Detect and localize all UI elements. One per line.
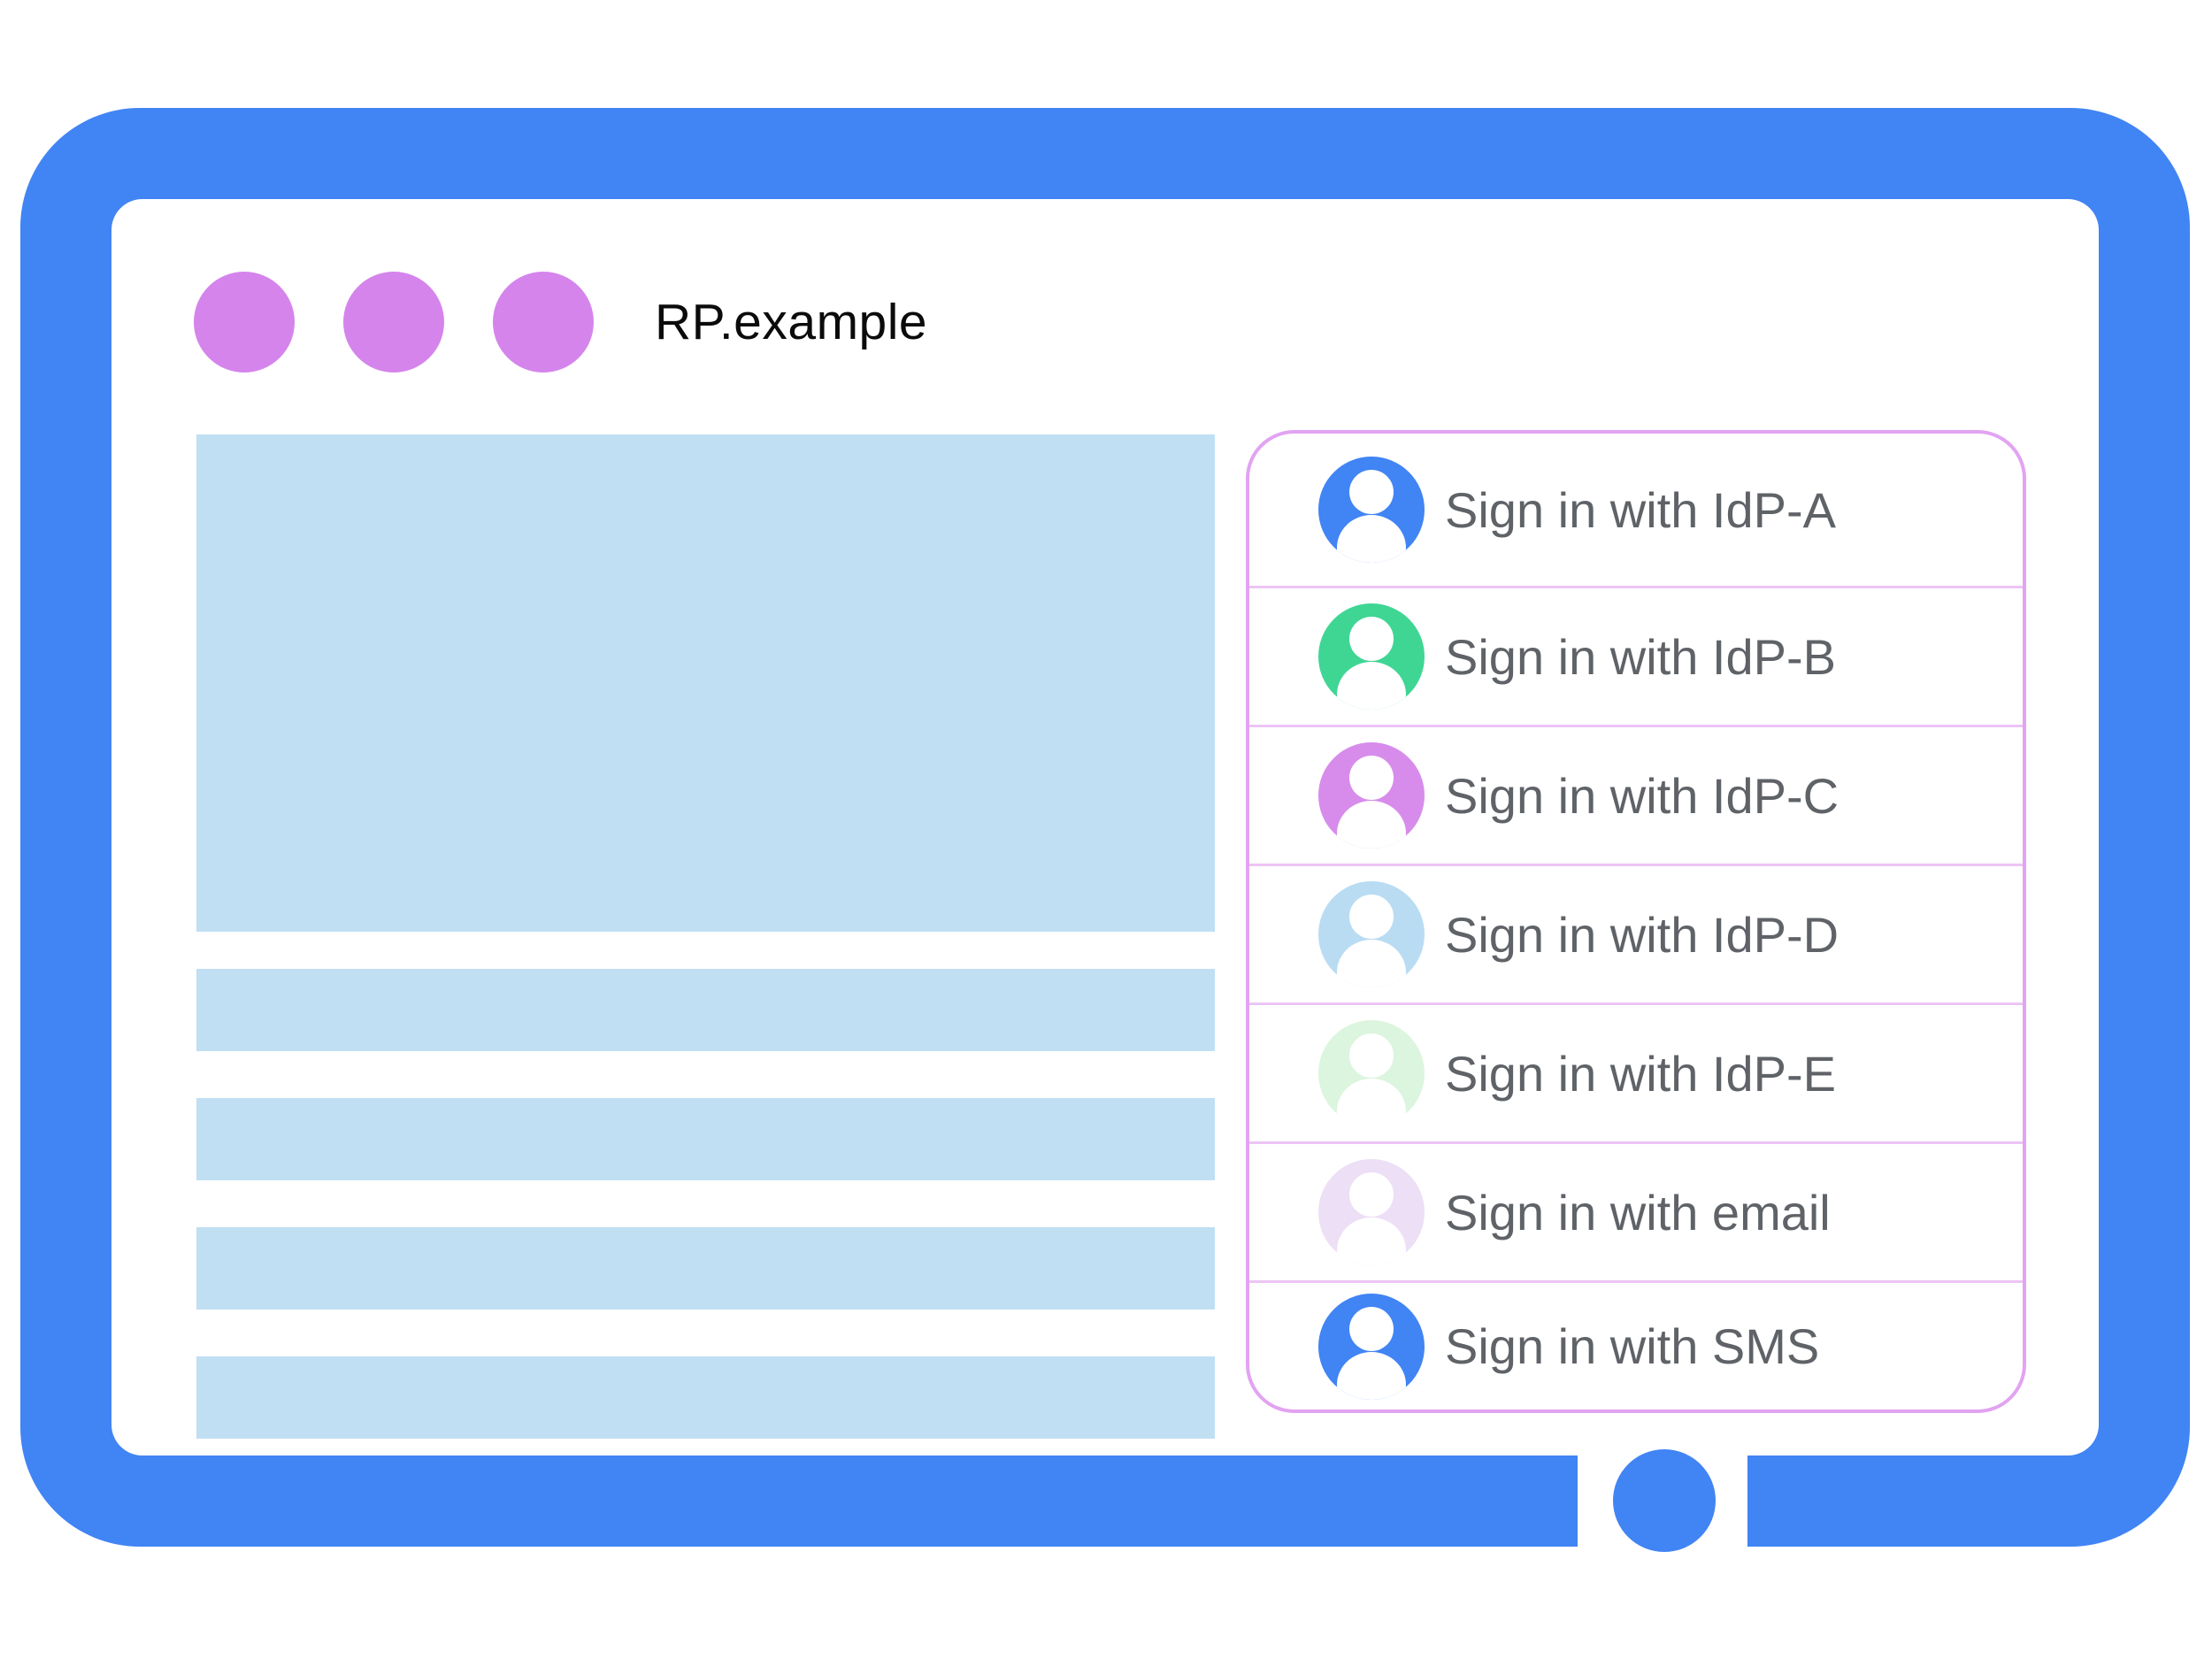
content-placeholder-line <box>196 1227 1215 1310</box>
home-button-circle <box>1613 1449 1716 1552</box>
signin-option[interactable]: Sign in with IdP-A <box>1249 434 2023 586</box>
signin-option-label: Sign in with IdP-E <box>1445 1045 1836 1102</box>
content-placeholder-line <box>196 1356 1215 1439</box>
person-avatar-icon <box>1318 881 1425 987</box>
window-control-dot <box>493 272 594 373</box>
person-avatar-icon <box>1318 1159 1425 1265</box>
content-placeholder-line <box>196 969 1215 1051</box>
signin-option-label: Sign in with email <box>1445 1184 1831 1240</box>
signin-option-label: Sign in with IdP-D <box>1445 906 1839 963</box>
signin-option-label: Sign in with IdP-B <box>1445 628 1836 685</box>
window-control-dot <box>343 272 444 373</box>
signin-option[interactable]: Sign in with email <box>1249 1141 2023 1280</box>
signin-option-label: Sign in with SMS <box>1445 1318 1820 1374</box>
bottom-bar-right-cap <box>1747 1455 1839 1547</box>
signin-option-label: Sign in with IdP-A <box>1445 481 1836 538</box>
person-avatar-icon <box>1318 603 1425 710</box>
signin-option-label: Sign in with IdP-C <box>1445 767 1839 824</box>
signin-option[interactable]: Sign in with SMS <box>1249 1280 2023 1409</box>
site-title: RP.example <box>655 294 928 350</box>
window-control-dot <box>194 272 295 373</box>
bottom-bar-left-cap <box>1486 1455 1578 1547</box>
signin-option[interactable]: Sign in with IdP-B <box>1249 586 2023 725</box>
signin-option[interactable]: Sign in with IdP-E <box>1249 1002 2023 1141</box>
person-avatar-icon <box>1318 457 1425 563</box>
content-placeholder-hero <box>196 434 1215 932</box>
signin-chooser-panel: Sign in with IdP-A Sign in with IdP-B <box>1246 430 2026 1413</box>
signin-option[interactable]: Sign in with IdP-D <box>1249 864 2023 1002</box>
person-avatar-icon <box>1318 1020 1425 1126</box>
signin-option[interactable]: Sign in with IdP-C <box>1249 725 2023 864</box>
person-avatar-icon <box>1318 1293 1425 1400</box>
person-avatar-icon <box>1318 742 1425 849</box>
content-placeholder-line <box>196 1098 1215 1180</box>
